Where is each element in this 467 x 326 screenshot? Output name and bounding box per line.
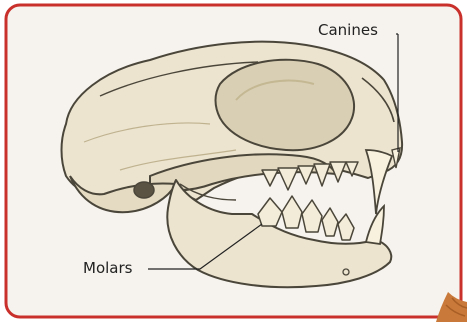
molars-label: Molars — [83, 261, 132, 276]
canines-label: Canines — [318, 23, 378, 38]
